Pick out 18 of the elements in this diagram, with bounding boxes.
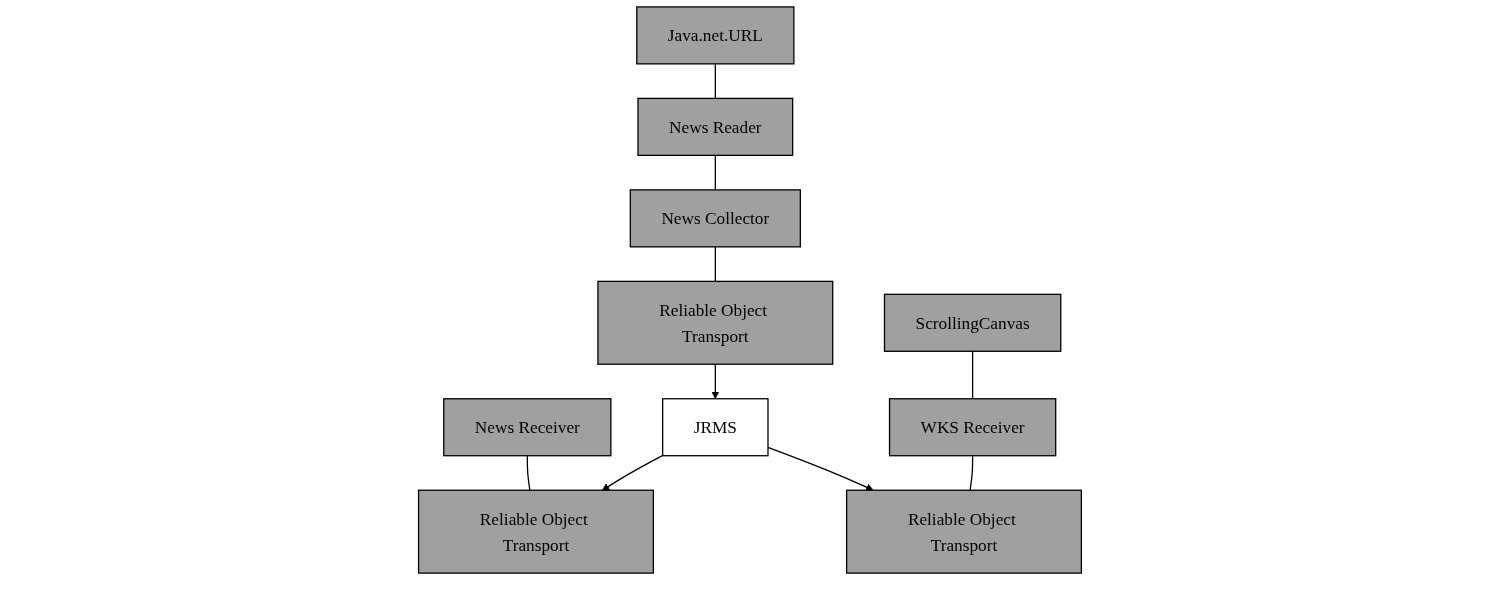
arrow (602, 454, 664, 491)
node-box: Reliable Object Transport (846, 489, 1083, 574)
node-box: Java.net.URL (636, 6, 795, 65)
node-box: WKS Receiver (888, 398, 1057, 457)
node-box: ScrollingCanvas (883, 293, 1062, 352)
node-box: Reliable Object Transport (597, 280, 834, 365)
node-box: Reliable Object Transport (417, 489, 654, 574)
node-box: News Reader (637, 97, 794, 156)
connector (714, 246, 716, 282)
node-box: News Collector (629, 189, 801, 248)
node-box: JRMS (662, 398, 769, 457)
connector (972, 350, 974, 400)
connector (969, 455, 974, 491)
connector (526, 455, 531, 491)
node-box: News Receiver (443, 398, 612, 457)
connector (714, 154, 716, 191)
arrow (711, 363, 720, 400)
connector (714, 63, 716, 100)
